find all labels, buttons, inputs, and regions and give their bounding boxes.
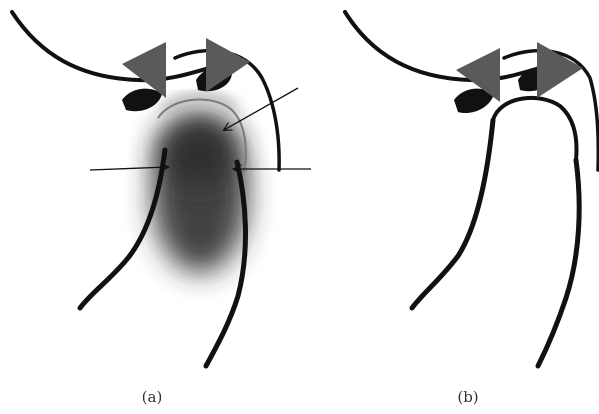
panel-a-caption: (a) bbox=[122, 388, 182, 406]
shadow-region bbox=[152, 96, 248, 273]
left-limb bbox=[80, 150, 165, 308]
outer-upper-curve bbox=[12, 12, 230, 80]
right-arrowhead bbox=[206, 38, 250, 92]
panel-b-caption: (b) bbox=[438, 388, 498, 406]
outer-upper-curve bbox=[345, 12, 560, 80]
right-arrowhead bbox=[537, 42, 583, 98]
right-limb bbox=[538, 160, 579, 366]
dark-blob-left bbox=[122, 89, 162, 112]
cap-curve bbox=[493, 98, 576, 160]
panel-a bbox=[12, 12, 311, 366]
left-limb bbox=[412, 120, 493, 308]
panel-b bbox=[345, 12, 598, 366]
